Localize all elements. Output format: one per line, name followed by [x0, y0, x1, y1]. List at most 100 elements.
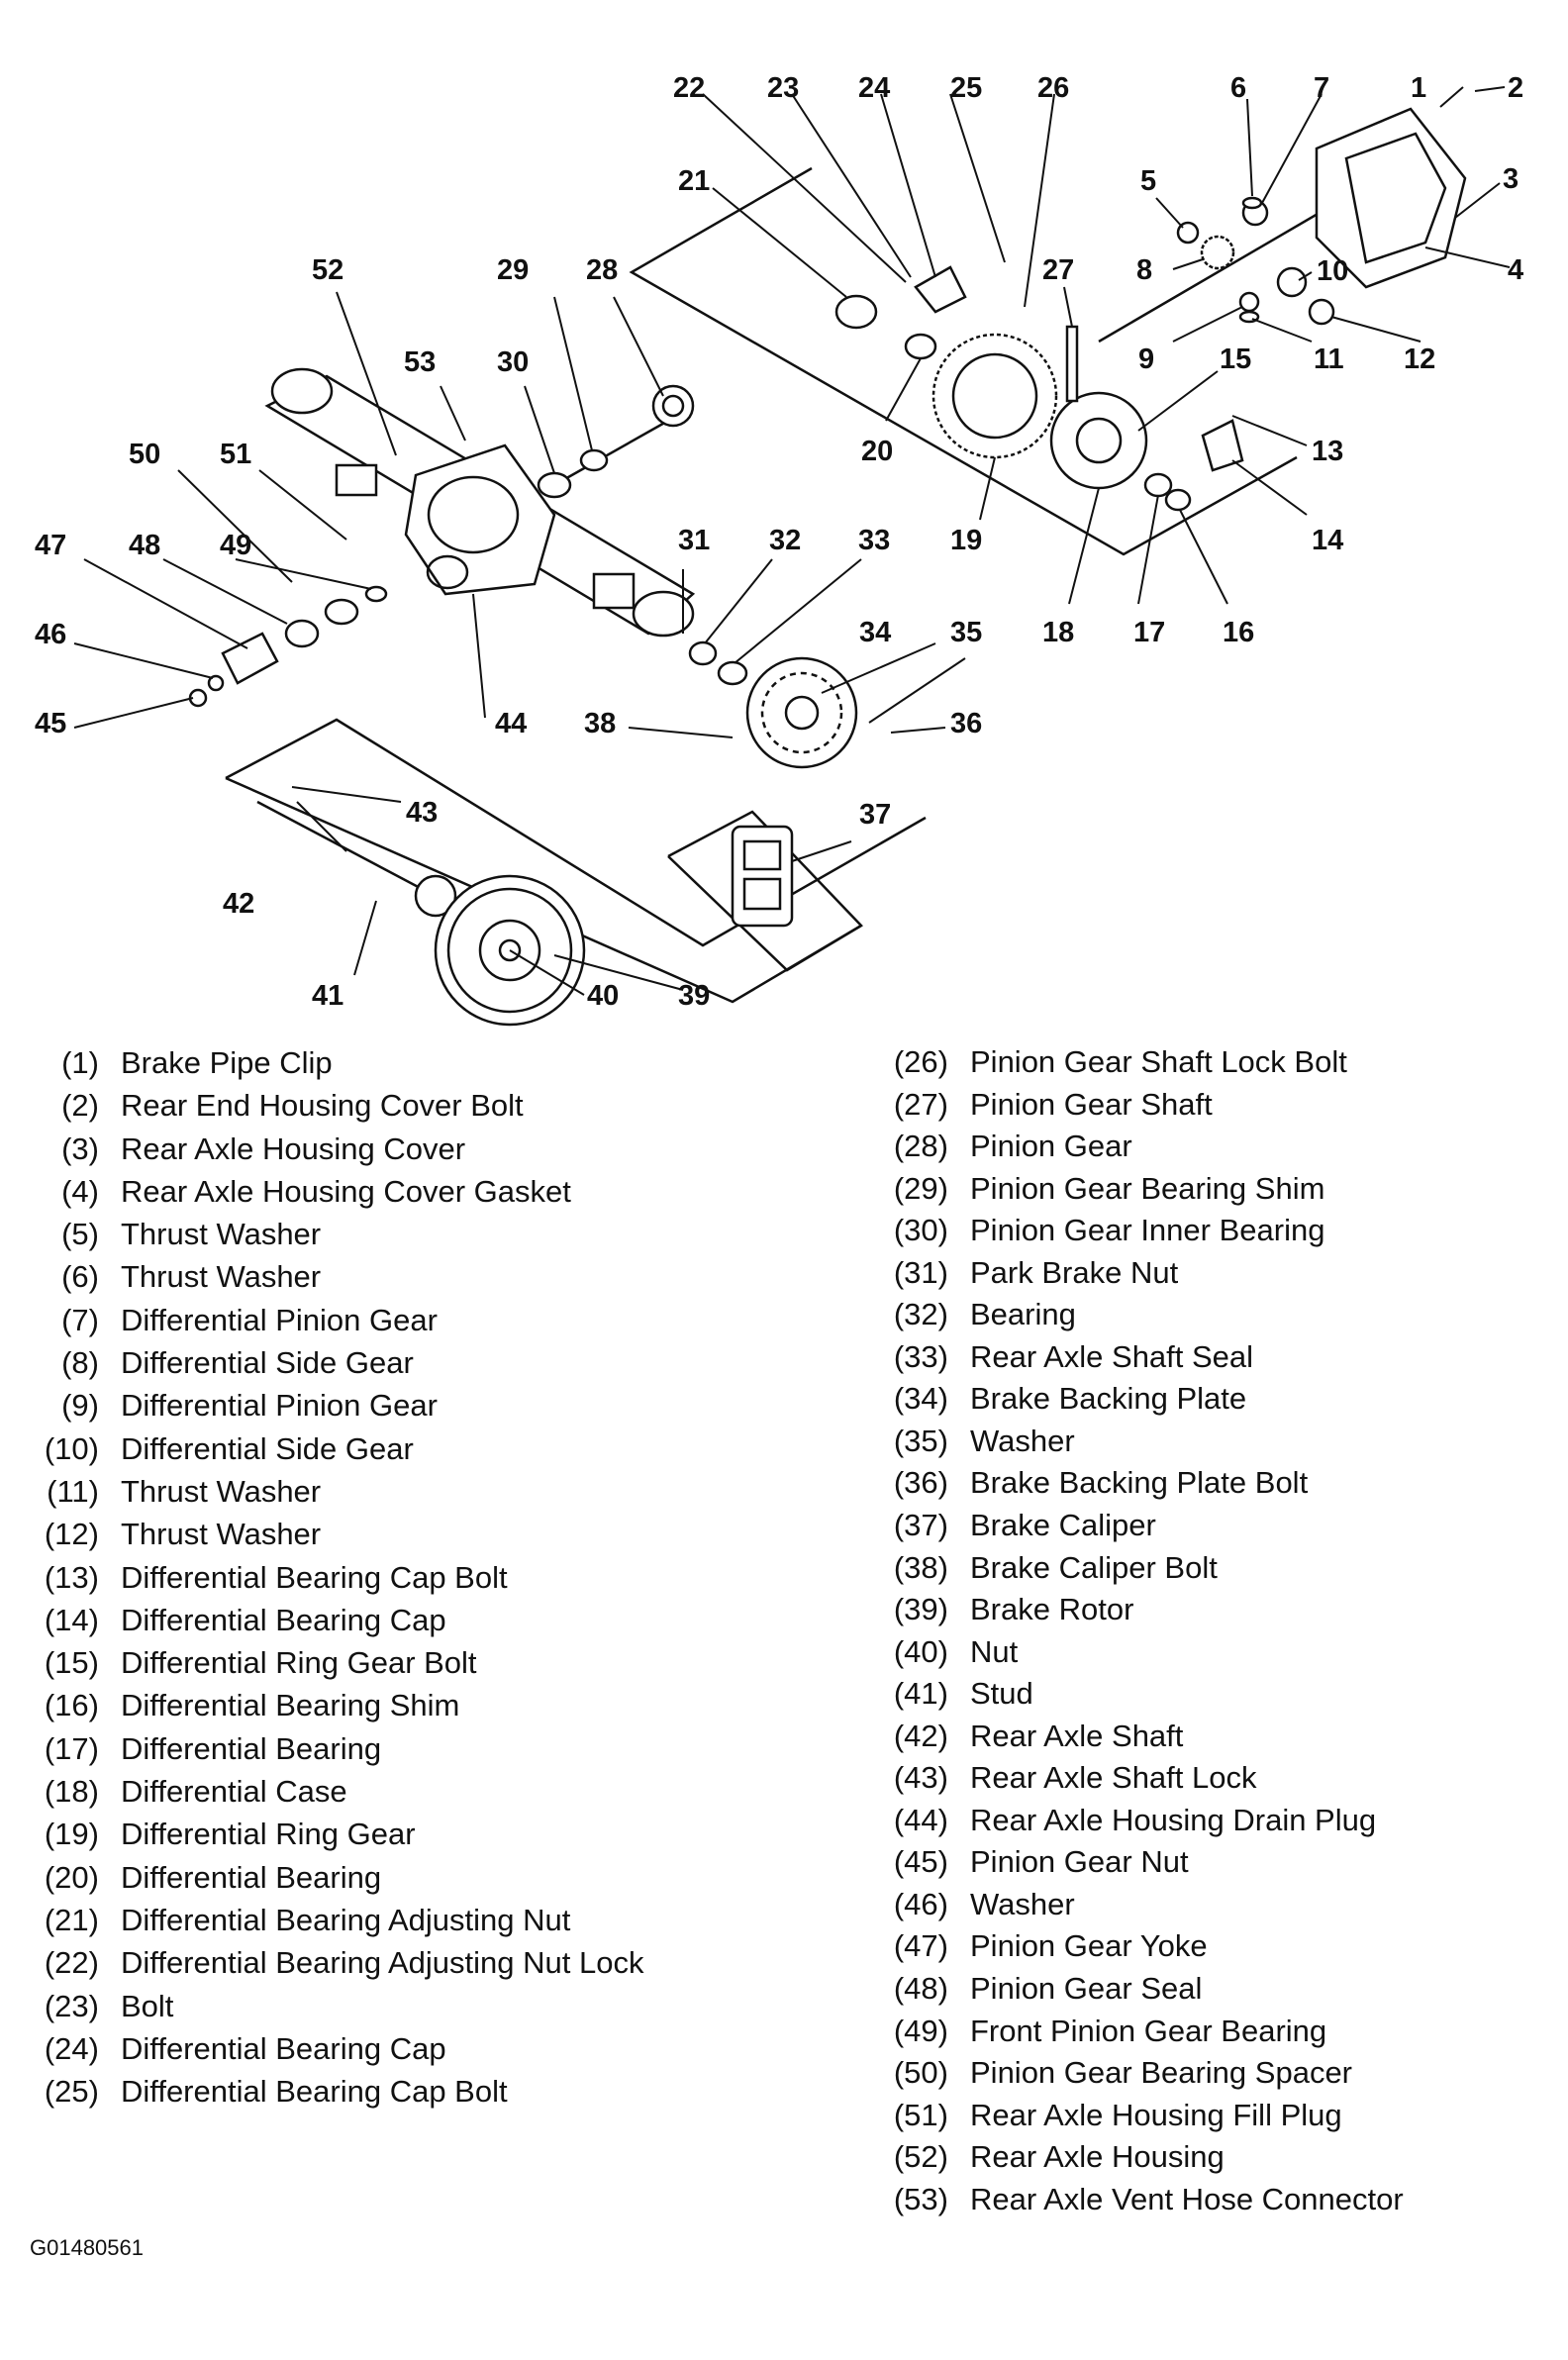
callout-3: 3	[1503, 163, 1519, 195]
rear-axle-shaft-seal	[717, 660, 748, 686]
callout-10: 10	[1317, 255, 1348, 287]
pinion-gear-inner-bearing	[537, 471, 572, 499]
legend-item: (6) Thrust Washer	[30, 1255, 643, 1298]
legend-item-number: (12)	[44, 1517, 99, 1552]
callout-46: 46	[35, 619, 66, 650]
differential-bearing-right	[1143, 472, 1173, 498]
legend-item-label: Thrust Washer	[121, 1217, 322, 1252]
legend-item: (32) Bearing	[879, 1294, 1404, 1336]
legend-item-number: (28)	[893, 1129, 948, 1164]
legend-item-number: (18)	[44, 1774, 99, 1810]
legend-item: (53)Rear Axle Vent Hose Connector	[879, 2179, 1404, 2221]
legend-item: (33) Rear Axle Shaft Seal	[879, 1336, 1404, 1379]
differential-case	[1049, 391, 1148, 490]
legend-item-label: Rear Axle Shaft Seal	[970, 1338, 1254, 1374]
callout-4: 4	[1508, 254, 1523, 286]
legend-item-label: Stud	[970, 1676, 1033, 1712]
legend-item: (52)Rear Axle Housing	[879, 2136, 1404, 2179]
legend-item: (15)Differential Ring Gear Bolt	[30, 1641, 643, 1684]
legend-item: (25)Differential Bearing Cap Bolt	[30, 2070, 643, 2113]
legend-item-number: (20)	[44, 1859, 99, 1895]
legend-item-number: (52)	[893, 2139, 948, 2175]
legend-item-label: Thrust Washer	[121, 1259, 322, 1295]
legend-item: (43)Rear Axle Shaft Lock	[879, 1757, 1404, 1800]
legend-item-label: Brake Backing Plate Bolt	[970, 1465, 1309, 1501]
legend-item-label: Brake Caliper Bolt	[970, 1549, 1218, 1585]
legend-item-number: (14)	[44, 1602, 99, 1637]
callout-41: 41	[312, 980, 343, 1012]
thrust-washer-12	[1308, 298, 1335, 326]
legend-item-label: Differential Bearing Adjusting Nut Lock	[121, 1945, 644, 1981]
legend-item-number: (31)	[893, 1254, 948, 1290]
legend-item-number: (2)	[61, 1088, 99, 1124]
thrust-washer-6	[1241, 196, 1263, 210]
legend-item-number: (8)	[61, 1345, 99, 1381]
differential-group-bracket	[629, 166, 1298, 556]
legend-item: (9)Differential Pinion Gear	[30, 1384, 643, 1426]
differential-bearing-left	[904, 333, 937, 360]
legend-item-number: (6)	[61, 1259, 99, 1295]
legend-item: (49)Front Pinion Gear Bearing	[879, 2011, 1404, 2053]
legend-item: (8)Differential Side Gear	[30, 1341, 643, 1384]
callout-22: 22	[673, 72, 705, 104]
legend-item-label: Differential Pinion Gear	[121, 1302, 438, 1337]
legend-item-number: (33)	[893, 1338, 948, 1374]
callout-7: 7	[1314, 72, 1329, 104]
legend-item-number: (3)	[61, 1131, 99, 1166]
callout-29: 29	[497, 254, 529, 286]
legend-item-number: (41)	[893, 1676, 948, 1712]
callout-23: 23	[767, 72, 799, 104]
callout-20: 20	[861, 436, 893, 467]
legend-item-label: Pinion Gear Bearing Spacer	[970, 2055, 1353, 2091]
pinion-gear-washer	[207, 674, 225, 692]
callout-48: 48	[129, 530, 160, 561]
legend-item-number: (39)	[893, 1592, 948, 1627]
legend-item: (45)Pinion Gear Nut	[879, 1841, 1404, 1884]
callout-52: 52	[312, 254, 343, 286]
brake-backing-plate	[745, 656, 858, 769]
callout-45: 45	[35, 708, 66, 739]
legend-item: (47)Pinion Gear Yoke	[879, 1925, 1404, 1968]
legend-item-label: Bearing	[970, 1297, 1076, 1332]
legend-item: (37)Brake Caliper	[879, 1505, 1404, 1547]
callout-33: 33	[858, 525, 890, 556]
parts-legend-left: (1)Brake Pipe Clip (2) Rear End Housing Co…	[30, 1041, 644, 2113]
legend-item: (41) Stud	[879, 1673, 1404, 1716]
callout-18: 18	[1042, 617, 1074, 648]
callout-49: 49	[220, 530, 251, 561]
legend-item-number: (32)	[893, 1297, 948, 1332]
legend-item-number: (7)	[61, 1302, 99, 1337]
legend-item: (24)Differential Bearing Cap	[30, 2027, 643, 2070]
callout-25: 25	[950, 72, 982, 104]
legend-item: (26)Pinion Gear Shaft Lock Bolt	[879, 1041, 1404, 1084]
legend-item-label: Park Brake Nut	[970, 1254, 1179, 1290]
legend-item: (7) Differential Pinion Gear	[30, 1299, 643, 1341]
legend-item-number: (4)	[61, 1173, 99, 1209]
legend-item-number: (49)	[893, 2013, 948, 2048]
legend-item-number: (43)	[893, 1760, 948, 1796]
pinion-gear-bearing-spacer	[364, 585, 388, 603]
differential-bearing-shim	[1164, 488, 1192, 512]
legend-item-number: (21)	[44, 1902, 99, 1937]
legend-item-number: (15)	[44, 1645, 99, 1681]
caliper-group-bracket	[667, 810, 863, 972]
legend-item-number: (1)	[61, 1045, 99, 1080]
legend-item-label: Washer	[970, 1423, 1075, 1458]
legend-item-number: (38)	[893, 1549, 948, 1585]
legend-item-number: (25)	[44, 2074, 99, 2110]
legend-item: (28)Pinion Gear	[879, 1126, 1404, 1168]
legend-item: (42)Rear Axle Shaft	[879, 1716, 1404, 1758]
legend-item-label: Pinion Gear Inner Bearing	[970, 1213, 1325, 1248]
legend-item-label: Differential Bearing Adjusting Nut	[121, 1902, 571, 1937]
legend-item-number: (22)	[44, 1945, 99, 1981]
callout-39: 39	[678, 980, 710, 1012]
pinion-gear-seal	[284, 619, 320, 648]
callout-35: 35	[950, 617, 982, 648]
pinion-gear-yoke	[221, 632, 279, 685]
brake-caliper	[731, 825, 794, 928]
legend-item: (10)Differential Side Gear	[30, 1427, 643, 1470]
legend-item: (1)Brake Pipe Clip	[30, 1041, 643, 1084]
legend-item-label: Differential Bearing	[121, 1730, 382, 1766]
legend-item-label: Rear Axle Shaft	[970, 1718, 1184, 1753]
legend-item-label: Rear End Housing Cover Bolt	[121, 1088, 524, 1124]
